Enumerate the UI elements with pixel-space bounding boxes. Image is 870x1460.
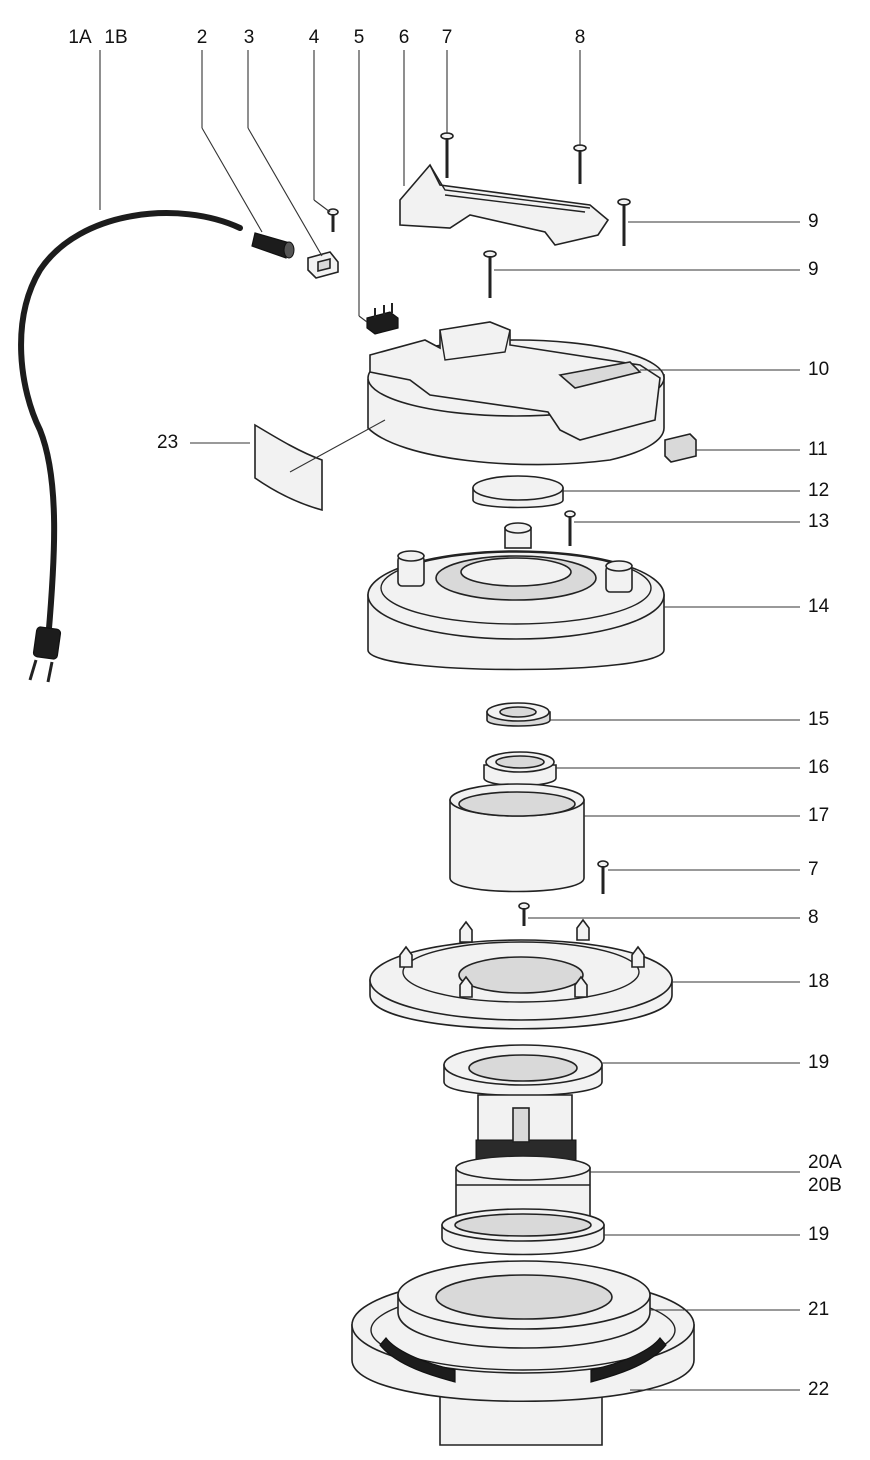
rating-label [254,423,323,512]
label-13: 13 [808,511,830,532]
label-5: 5 [353,27,365,48]
label-7-middle: 7 [808,859,819,880]
handle [399,163,610,246]
screw-9-right [617,198,631,246]
leader-lines [99,50,800,1391]
label-12: 12 [808,480,830,501]
label-1b: 1B [104,27,128,48]
terminal-block [366,303,399,335]
perforated-ring [397,1260,651,1349]
screw-7-top [440,132,454,178]
label-20a: 20A [808,1152,842,1173]
motor-cylinder [449,783,585,893]
label-3: 3 [243,27,255,48]
label-8-top: 8 [574,27,586,48]
label-18: 18 [808,971,830,992]
screw-8-middle [518,902,530,926]
label-6: 6 [398,27,410,48]
label-9-upper: 9 [808,211,819,232]
label-8-middle: 8 [808,907,819,928]
label-21: 21 [808,1299,830,1320]
screw-13 [564,510,576,546]
switch [664,433,697,463]
motor [455,1094,591,1227]
label-23: 23 [157,432,179,453]
mounting-flange [369,918,673,1030]
label-19-lower: 19 [808,1224,830,1245]
label-22: 22 [808,1379,830,1400]
label-10: 10 [808,359,830,380]
label-17: 17 [808,805,830,826]
screw-7-middle [597,860,609,894]
label-2: 2 [196,27,208,48]
filter-disc [472,475,564,509]
bearing-ring [486,702,551,727]
screw-4 [327,208,339,232]
label-11: 11 [808,439,828,460]
screw-8-top [573,144,587,184]
motor-housing [367,522,665,671]
label-9-lower: 9 [808,259,819,280]
bearing-housing-top [443,1044,603,1097]
power-cord [18,210,243,683]
label-16: 16 [808,757,830,778]
label-14: 14 [808,596,830,617]
label-4: 4 [308,27,320,48]
bearing-housing-bottom [441,1208,605,1256]
label-19-upper: 19 [808,1052,830,1073]
label-15: 15 [808,709,830,730]
label-20b: 20B [808,1175,842,1196]
cable-clamp [307,251,339,279]
label-1a: 1A [68,27,92,48]
gasket [483,751,557,787]
label-7-top: 7 [441,27,453,48]
cable-sleeve [251,232,295,259]
screw-9-center [483,250,497,298]
top-cover [367,321,665,466]
